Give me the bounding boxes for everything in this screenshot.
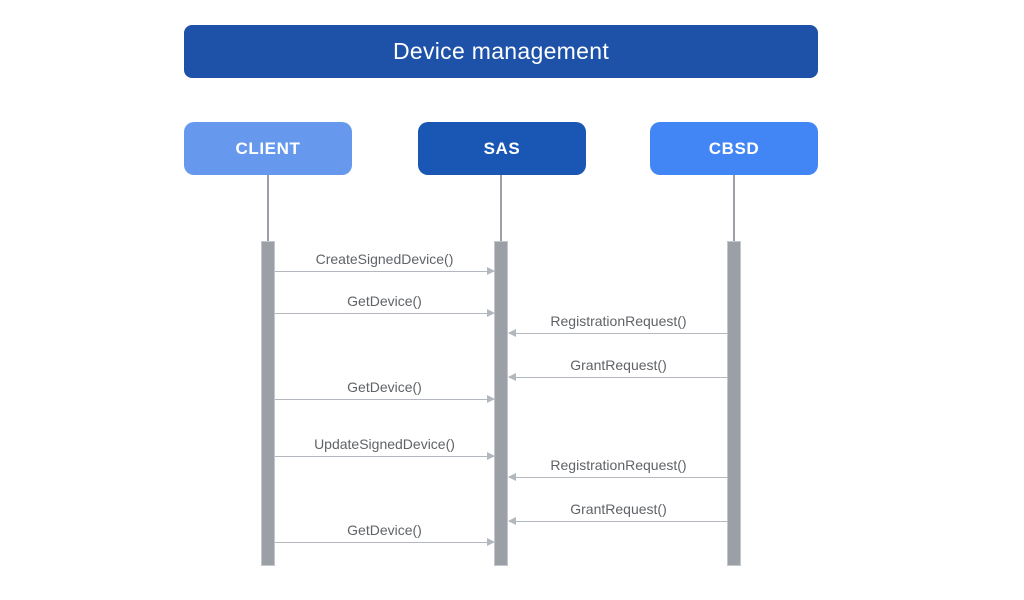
message-arrow-right-icon (275, 452, 495, 461)
message-grant-request-1: GrantRequest() (508, 354, 728, 382)
lifeline-sas (500, 175, 502, 241)
arrowhead-icon (508, 329, 516, 338)
message-label: GetDevice() (347, 521, 422, 538)
message-label: RegistrationRequest() (550, 456, 687, 473)
arrowhead-icon (487, 309, 495, 318)
message-create-signed-device: CreateSignedDevice() (275, 248, 495, 276)
activation-bar-sas (494, 241, 508, 566)
arrowhead-icon (508, 473, 516, 482)
message-get-device-1: GetDevice() (275, 290, 495, 318)
activation-bar-cbsd (727, 241, 741, 566)
message-registration-request-2: RegistrationRequest() (508, 454, 728, 482)
arrowhead-icon (487, 452, 495, 461)
arrowhead-icon (508, 373, 516, 382)
message-get-device-2: GetDevice() (275, 376, 495, 404)
message-arrow-left-icon (508, 373, 728, 382)
message-label: CreateSignedDevice() (315, 250, 454, 267)
message-get-device-3: GetDevice() (275, 519, 495, 547)
message-label: GrantRequest() (570, 500, 667, 517)
lifeline-cbsd (733, 175, 735, 241)
arrowhead-icon (487, 267, 495, 276)
message-arrow-right-icon (275, 309, 495, 318)
arrowhead-icon (487, 538, 495, 547)
actor-client: CLIENT (184, 122, 352, 175)
arrowhead-icon (508, 517, 516, 526)
message-arrow-left-icon (508, 329, 728, 338)
activation-bar-client (261, 241, 275, 566)
actor-sas: SAS (418, 122, 586, 175)
message-arrow-right-icon (275, 267, 495, 276)
message-label: GetDevice() (347, 292, 422, 309)
message-arrow-left-icon (508, 473, 728, 482)
lifeline-client (267, 175, 269, 241)
message-label: UpdateSignedDevice() (314, 435, 455, 452)
message-arrow-left-icon (508, 517, 728, 526)
message-arrow-right-icon (275, 538, 495, 547)
message-update-signed-device: UpdateSignedDevice() (275, 433, 495, 461)
arrowhead-icon (487, 395, 495, 404)
message-arrow-right-icon (275, 395, 495, 404)
message-label: RegistrationRequest() (550, 312, 687, 329)
message-registration-request-1: RegistrationRequest() (508, 310, 728, 338)
message-grant-request-2: GrantRequest() (508, 498, 728, 526)
message-label: GrantRequest() (570, 356, 667, 373)
actor-cbsd: CBSD (650, 122, 818, 175)
diagram-title: Device management (184, 25, 818, 78)
message-label: GetDevice() (347, 378, 422, 395)
